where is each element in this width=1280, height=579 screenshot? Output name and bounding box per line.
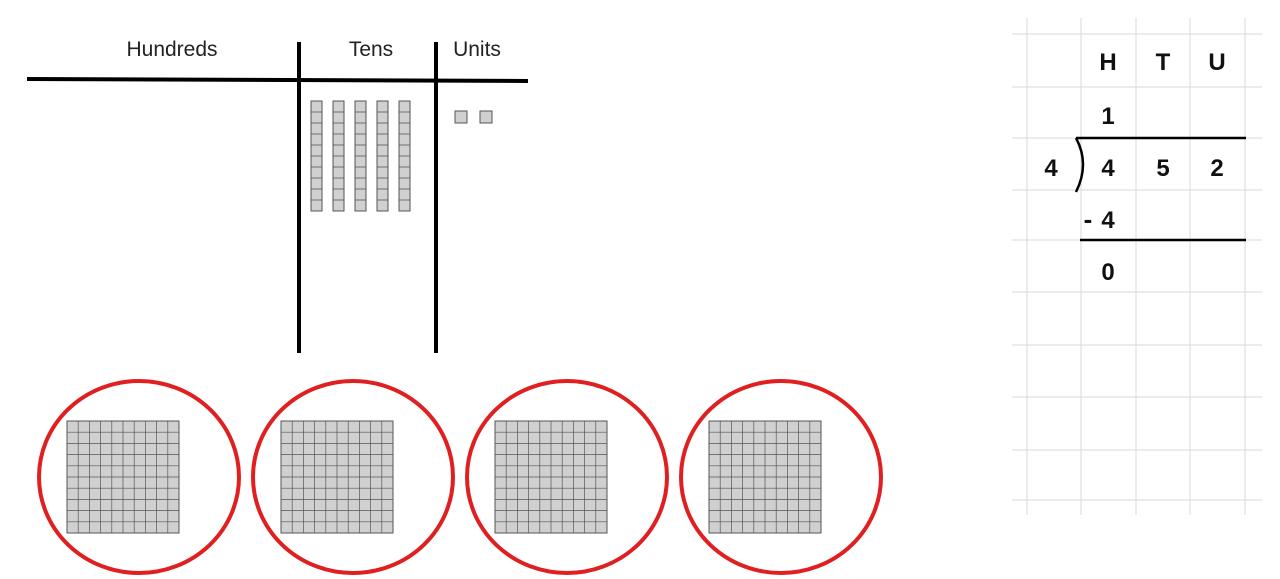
tens-rods (310, 100, 411, 212)
hundreds-groups (37, 379, 883, 575)
division-bracket (1074, 137, 1085, 193)
quotient-hundreds: 1 (1101, 103, 1114, 130)
unit-cube (479, 110, 493, 124)
dividend-units: 2 (1210, 155, 1223, 182)
tens-rod (332, 100, 345, 212)
place-value-chart: Hundreds Tens Units (26, 38, 529, 353)
hundred-square (66, 420, 180, 534)
tens-rod (376, 100, 389, 212)
group-circle (465, 379, 669, 575)
unit-cubes (454, 110, 493, 124)
dividend-hundreds: 4 (1101, 155, 1115, 182)
short-division: H T U 1 4 4 5 2 - 4 0 (1012, 18, 1262, 515)
hundred-square (494, 420, 608, 534)
tens-rod (354, 100, 367, 212)
column-header-units: U (1208, 49, 1225, 76)
chart-header-line (26, 77, 529, 83)
remainder-hundreds: 0 (1101, 259, 1114, 286)
tens-rod (398, 100, 411, 212)
group-circle (679, 379, 883, 575)
subtract-value: 4 (1101, 207, 1115, 234)
group-circle (37, 379, 241, 575)
grid-paper (1012, 18, 1262, 515)
group-circle (251, 379, 455, 575)
tens-rod (310, 100, 323, 212)
unit-cube (454, 110, 468, 124)
subtract-sign: - (1084, 204, 1093, 234)
hundred-square (708, 420, 822, 534)
column-header-tens: T (1156, 49, 1171, 76)
units-header: Units (453, 38, 501, 61)
tens-header: Tens (349, 38, 393, 61)
column-header-hundreds: H (1099, 49, 1116, 76)
divisor: 4 (1044, 155, 1058, 182)
dividend-tens: 5 (1156, 155, 1169, 182)
hundred-square (280, 420, 394, 534)
hundreds-header: Hundreds (126, 38, 217, 61)
